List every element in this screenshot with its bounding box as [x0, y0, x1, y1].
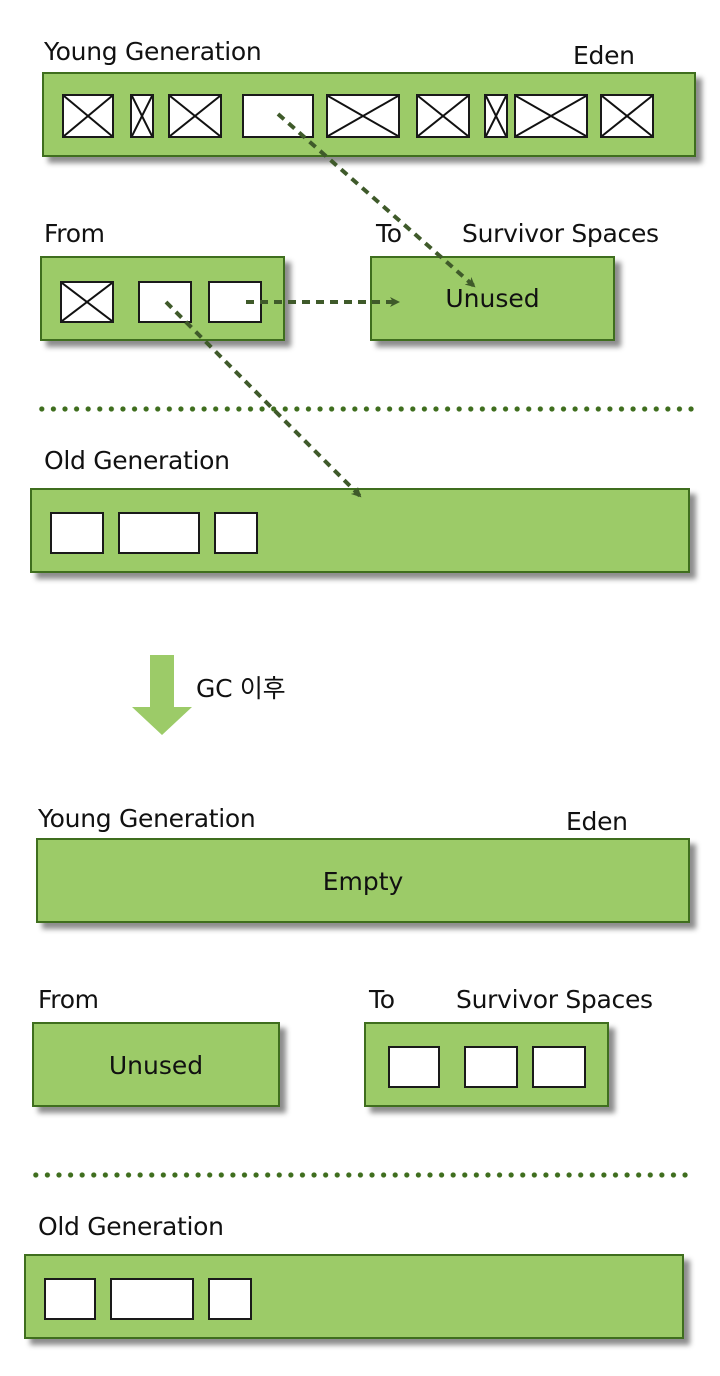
- eden-dead-object: [600, 94, 654, 138]
- eden-dead-object: [416, 94, 470, 138]
- eden-dead-object: [484, 94, 508, 138]
- from-old-survivor-object: [138, 281, 192, 323]
- old-object: [214, 512, 258, 554]
- old-object: [208, 1278, 252, 1320]
- old-object: [50, 512, 104, 554]
- eden-dead-object: [326, 94, 400, 138]
- before-old-space: [30, 488, 690, 573]
- eden-dead-object: [130, 94, 154, 138]
- to-survivor-object: [388, 1046, 440, 1088]
- to-survivor-object: [464, 1046, 518, 1088]
- before-to-space-text: Unused: [445, 284, 540, 313]
- after-to-space: [364, 1022, 609, 1107]
- eden-dead-object: [514, 94, 588, 138]
- after-survivor-spaces-label: Survivor Spaces: [456, 985, 653, 1014]
- to-survivor-object: [532, 1046, 586, 1088]
- after-from-space: Unused: [32, 1022, 280, 1107]
- generation-divider: [36, 406, 698, 412]
- after-eden-label: Eden: [566, 807, 628, 836]
- after-young-generation-label: Young Generation: [38, 804, 256, 833]
- before-old-generation-label: Old Generation: [44, 446, 230, 475]
- from-dead-object: [60, 281, 114, 323]
- after-eden-text: Empty: [322, 867, 404, 896]
- from-young-survivor-object: [208, 281, 262, 323]
- before-from-label: From: [44, 219, 105, 248]
- eden-dead-object: [168, 94, 222, 138]
- old-object: [44, 1278, 96, 1320]
- before-to-label: To: [376, 219, 402, 248]
- gc-arrow-icon: [132, 655, 192, 735]
- generation-divider: [30, 1172, 692, 1178]
- eden-live-object: [242, 94, 314, 138]
- before-eden-label: Eden: [573, 41, 635, 70]
- after-from-space-text: Unused: [108, 1051, 204, 1080]
- after-from-label: From: [38, 985, 99, 1014]
- before-young-generation-label: Young Generation: [44, 37, 262, 66]
- eden-dead-object: [62, 94, 114, 138]
- before-survivor-spaces-label: Survivor Spaces: [462, 219, 659, 248]
- before-to-space: Unused: [370, 256, 615, 341]
- before-from-space: [40, 256, 285, 341]
- gc-transition-label: GC 이후: [196, 674, 286, 703]
- before-eden-space: [42, 72, 696, 157]
- old-object: [110, 1278, 194, 1320]
- after-old-generation-label: Old Generation: [38, 1212, 224, 1241]
- old-object: [118, 512, 200, 554]
- after-old-space: [24, 1254, 684, 1339]
- after-to-label: To: [369, 985, 395, 1014]
- after-eden-space: Empty: [36, 838, 690, 923]
